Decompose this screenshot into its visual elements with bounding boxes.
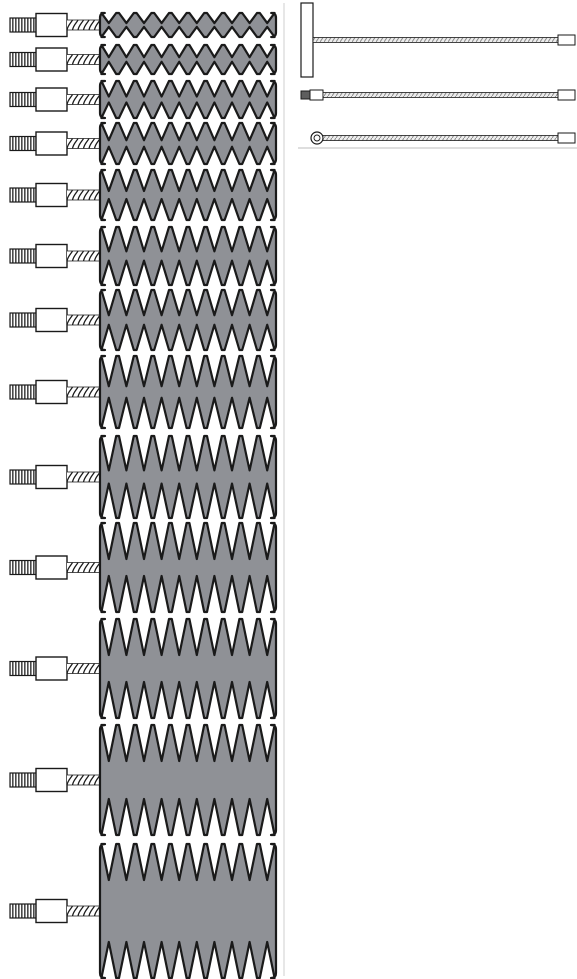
threaded-end xyxy=(9,660,37,677)
chimney-brush-icon xyxy=(9,225,278,287)
threaded-end xyxy=(9,248,37,264)
threaded-end xyxy=(9,772,37,788)
connector xyxy=(35,12,68,38)
connector xyxy=(35,464,68,490)
threaded-end xyxy=(9,91,37,108)
connector xyxy=(35,767,68,793)
chimney-brush-icon xyxy=(9,354,278,430)
chimney-brush-icon xyxy=(9,79,278,120)
chimney-brush-icon xyxy=(9,11,278,39)
connector xyxy=(35,898,68,924)
rods-column xyxy=(298,2,577,149)
twisted-wire xyxy=(66,189,107,201)
end-cap xyxy=(557,132,576,144)
threaded-end xyxy=(9,51,37,68)
cleaning-rod-icon xyxy=(300,2,576,78)
threaded-tip xyxy=(300,90,311,100)
chimney-brush-icon xyxy=(9,168,278,222)
bristle-head xyxy=(98,225,278,287)
chimney-brush-icon xyxy=(9,723,278,837)
bristle-head xyxy=(98,168,278,222)
threaded-end xyxy=(9,17,37,33)
end-cap xyxy=(557,34,576,46)
end-cap xyxy=(557,89,576,101)
twisted-wire xyxy=(66,471,107,483)
connector xyxy=(35,243,68,269)
bristle-head xyxy=(98,11,278,39)
threaded-end xyxy=(9,903,37,919)
threaded-end xyxy=(9,312,37,328)
bristle-head xyxy=(98,354,278,430)
ring-inner xyxy=(313,134,321,142)
bristle-head xyxy=(98,617,278,720)
connector xyxy=(35,555,68,580)
cable xyxy=(322,92,559,98)
connector xyxy=(35,182,68,208)
cable xyxy=(322,135,559,141)
twisted-wire xyxy=(66,138,107,149)
bristle-head xyxy=(98,434,278,520)
bristle-head xyxy=(98,288,278,352)
brushes-column xyxy=(9,11,278,979)
threaded-end xyxy=(9,187,37,203)
bristle-head xyxy=(98,842,278,979)
connector xyxy=(35,379,68,405)
bristle-head xyxy=(98,121,278,166)
connector xyxy=(35,47,68,72)
chimney-brush-icon xyxy=(9,617,278,720)
connector xyxy=(35,131,68,156)
bristle-head xyxy=(98,521,278,614)
twisted-wire xyxy=(66,94,107,105)
bristle-head xyxy=(98,723,278,837)
cable xyxy=(312,37,559,43)
tip-collar xyxy=(309,89,324,101)
chimney-brush-icon xyxy=(9,434,278,520)
bristle-head xyxy=(98,79,278,120)
t-handle xyxy=(300,2,314,78)
chimney-brush-icon xyxy=(9,521,278,614)
chimney-brush-icon xyxy=(9,43,278,76)
threaded-end xyxy=(9,384,37,400)
connector xyxy=(35,87,68,112)
chimney-brush-icon xyxy=(9,288,278,352)
chimney-brush-icon xyxy=(9,121,278,166)
threaded-end xyxy=(9,559,37,576)
connector xyxy=(35,656,68,681)
chimney-brush-icon xyxy=(9,842,278,979)
threaded-end xyxy=(9,135,37,152)
connector xyxy=(35,307,68,333)
cleaning-rod-icon xyxy=(300,89,576,101)
bristle-head xyxy=(98,43,278,76)
threaded-end xyxy=(9,469,37,485)
cleaning-rod-icon xyxy=(310,131,576,145)
